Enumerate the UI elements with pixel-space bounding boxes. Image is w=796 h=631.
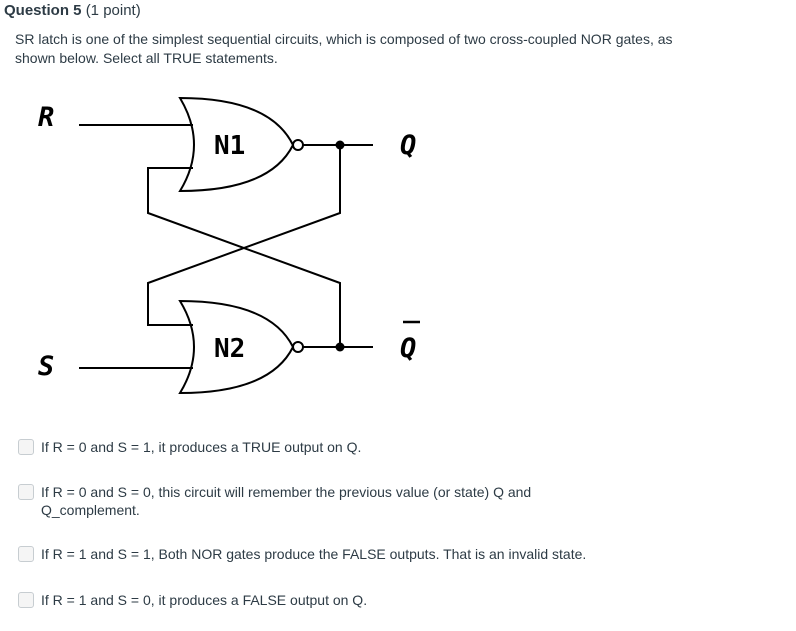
feedback-q bbox=[147, 144, 341, 326]
label-n1: N1 bbox=[214, 131, 245, 161]
answer-label-1: If R = 0 and S = 1, it produces a TRUE o… bbox=[41, 439, 362, 455]
sr-latch-diagram: R S N1 N2 Q Q bbox=[38, 96, 420, 395]
nor-gate-n1 bbox=[178, 96, 295, 193]
answer-checkbox-1[interactable] bbox=[18, 439, 34, 455]
answer-label-2: If R = 0 and S = 0, this circuit will re… bbox=[41, 484, 532, 518]
bubble-n2 bbox=[292, 341, 304, 353]
question-title: Question 5 bbox=[4, 2, 82, 19]
answer-option-3[interactable]: If R = 1 and S = 1, Both NOR gates produ… bbox=[18, 545, 741, 563]
answer-option-1[interactable]: If R = 0 and S = 1, it produces a TRUE o… bbox=[18, 438, 601, 456]
label-n2: N2 bbox=[214, 334, 245, 364]
answer-option-4[interactable]: If R = 1 and S = 0, it produces a FALSE … bbox=[18, 591, 601, 609]
answer-checkbox-4[interactable] bbox=[18, 592, 34, 608]
feedback-qbar bbox=[147, 167, 341, 348]
answer-label-4: If R = 1 and S = 0, it produces a FALSE … bbox=[41, 592, 368, 608]
label-q: Q bbox=[400, 130, 416, 161]
nor-gate-n2 bbox=[178, 299, 295, 395]
label-qbar: Q bbox=[400, 333, 416, 364]
answer-checkbox-3[interactable] bbox=[18, 546, 34, 562]
question-header: Question 5 (1 point) bbox=[4, 2, 141, 19]
junction-q bbox=[335, 140, 345, 150]
bubble-n1 bbox=[292, 139, 304, 151]
answer-label-3: If R = 1 and S = 1, Both NOR gates produ… bbox=[41, 546, 587, 562]
label-r: R bbox=[38, 102, 54, 133]
question-points: (1 point) bbox=[85, 2, 141, 19]
question-prompt: SR latch is one of the simplest sequenti… bbox=[15, 31, 673, 66]
junction-qbar bbox=[335, 342, 345, 352]
answer-checkbox-2[interactable] bbox=[18, 484, 34, 500]
label-s: S bbox=[38, 351, 54, 382]
answer-option-2[interactable]: If R = 0 and S = 0, this circuit will re… bbox=[18, 483, 581, 519]
